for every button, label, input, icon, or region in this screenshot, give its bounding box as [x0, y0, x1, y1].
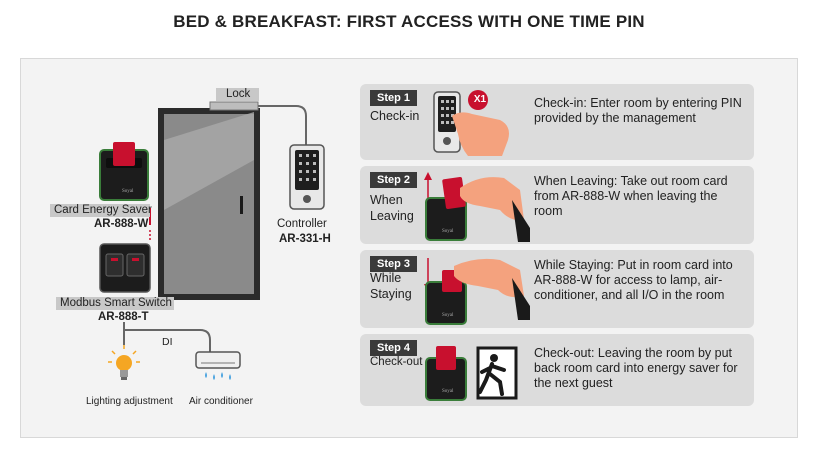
aircon-label: Air conditioner	[189, 396, 253, 407]
step-2-description: When Leaving: Take out room card from AR…	[534, 174, 728, 218]
step-1-card: Step 1 Check-in X1 Check-in: Enter room …	[360, 84, 754, 160]
controller-label: Controller	[277, 218, 327, 230]
step-2-badge: Step 2	[370, 172, 418, 188]
smart-switch-device-icon	[99, 243, 151, 293]
air-conditioner-icon	[195, 351, 241, 380]
card-insert-icon: Soyal	[424, 258, 530, 325]
door-handle	[240, 196, 243, 214]
step-1-name: Check-in	[370, 109, 420, 123]
energy-saver-model: AR-888-W	[94, 218, 149, 230]
step-3-card: Step 3 While Staying Soyal While Staying…	[360, 250, 754, 328]
step-2-name: When Leaving	[370, 193, 414, 223]
page-title: BED & BREAKFAST: FIRST ACCESS WITH ONE T…	[173, 12, 645, 31]
door-glare	[164, 112, 254, 210]
step-1-x1-badge: X1	[473, 94, 487, 105]
exit-door-icon: Soyal	[425, 346, 518, 401]
controller-model: AR-331-H	[279, 233, 331, 245]
step-2-card: Step 2 When Leaving Soyal When Leaving: …	[360, 166, 754, 244]
svg-text:Soyal: Soyal	[442, 313, 454, 318]
step-3-description: While Staying: Put in room card into AR-…	[534, 258, 733, 302]
step-4-description: Check-out: Leaving the room by put back …	[534, 346, 738, 390]
svg-text:Soyal: Soyal	[442, 389, 454, 394]
controller-keypad-icon	[289, 144, 325, 210]
step-4-badge: Step 4	[370, 340, 418, 356]
lock-label: Lock	[226, 88, 251, 100]
step-1-description: Check-in: Enter room by entering PIN pro…	[534, 96, 742, 125]
lighting-label: Lighting adjustment	[86, 396, 173, 407]
svg-text:Soyal: Soyal	[122, 189, 134, 194]
svg-text:Soyal: Soyal	[442, 229, 454, 234]
step-4-card: Step 4 Check-out Soyal Check-out: Leavin…	[360, 334, 754, 406]
energy-saver-label-bar	[50, 204, 150, 217]
step-3-name: While Staying	[370, 271, 412, 301]
lock-label-bar	[216, 88, 259, 101]
step-4-name: Check-out	[370, 356, 423, 368]
step-3-badge: Step 3	[370, 256, 418, 272]
light-bulb-icon	[108, 345, 140, 380]
switch-label-bar	[56, 297, 174, 310]
switch-model: AR-888-T	[98, 311, 149, 323]
keypad-hand-icon	[433, 90, 509, 156]
step-1-badge: Step 1	[370, 90, 418, 106]
switch-label: Modbus Smart Switch	[60, 297, 172, 309]
energy-saver-device-icon: Soyal	[99, 142, 149, 201]
energy-saver-label: Card Energy Saver	[54, 204, 152, 216]
di-label: DI	[162, 336, 173, 348]
door-illustration	[158, 101, 260, 300]
card-remove-icon: Soyal	[424, 172, 530, 242]
